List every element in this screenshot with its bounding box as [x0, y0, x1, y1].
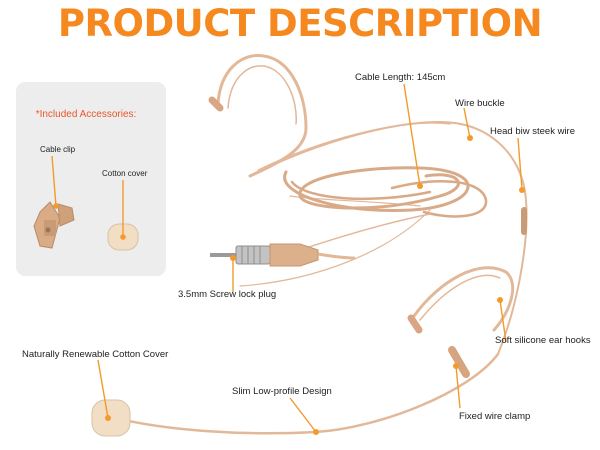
cable-clip-label: Cable clip: [40, 145, 76, 154]
callout-dots: [105, 135, 525, 435]
head-wire-label: Head biw steek wire: [490, 126, 576, 137]
included-accessories-title: *Included Accessories:: [35, 109, 137, 120]
slim-design-label: Slim Low-profile Design: [232, 386, 332, 397]
wire-buckle-label: Wire buckle: [455, 98, 505, 109]
cable-length-label: Cable Length: 145cm: [355, 72, 446, 83]
cotton-cover-small-label: Cotton cover: [102, 169, 148, 178]
headset-image: [122, 53, 528, 435]
screw-lock-plug-label: 3.5mm Screw lock plug: [178, 289, 277, 300]
screw-lock-plug-image: [210, 243, 356, 267]
callout-lines: [97, 83, 523, 433]
wire-clamp-label: Fixed wire clamp: [459, 411, 531, 422]
cotton-cover-label: Naturally Renewable Cotton Cover: [22, 349, 169, 360]
cable-clip-image: [33, 201, 75, 249]
page-title: PRODUCT DESCRIPTION: [57, 2, 543, 45]
ear-hooks-label: Soft silicone ear hooks: [495, 335, 591, 346]
